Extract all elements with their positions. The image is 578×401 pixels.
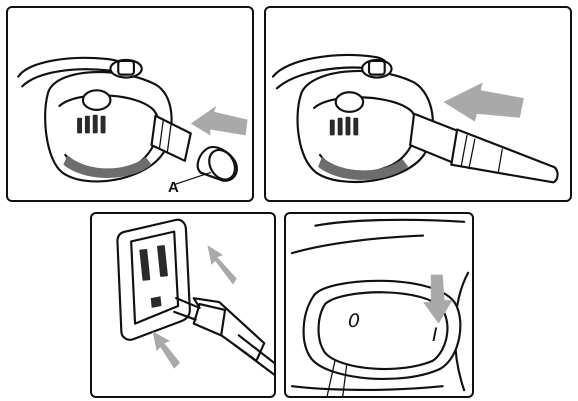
callout-label-a: A: [168, 180, 179, 195]
panel-attach-adapter: A: [6, 6, 254, 202]
blower-adapter-illustration: [8, 8, 252, 200]
panel-switch-on: 0 I: [284, 212, 474, 398]
plug-outlet-illustration: [92, 214, 274, 396]
panel-plug-in: [90, 212, 276, 398]
switch-off-label: 0: [348, 312, 360, 331]
power-switch-illustration: [286, 214, 472, 396]
blower-nozzle-illustration: [266, 8, 570, 200]
panel-attach-nozzle: [264, 6, 572, 202]
switch-on-label: I: [432, 326, 438, 345]
